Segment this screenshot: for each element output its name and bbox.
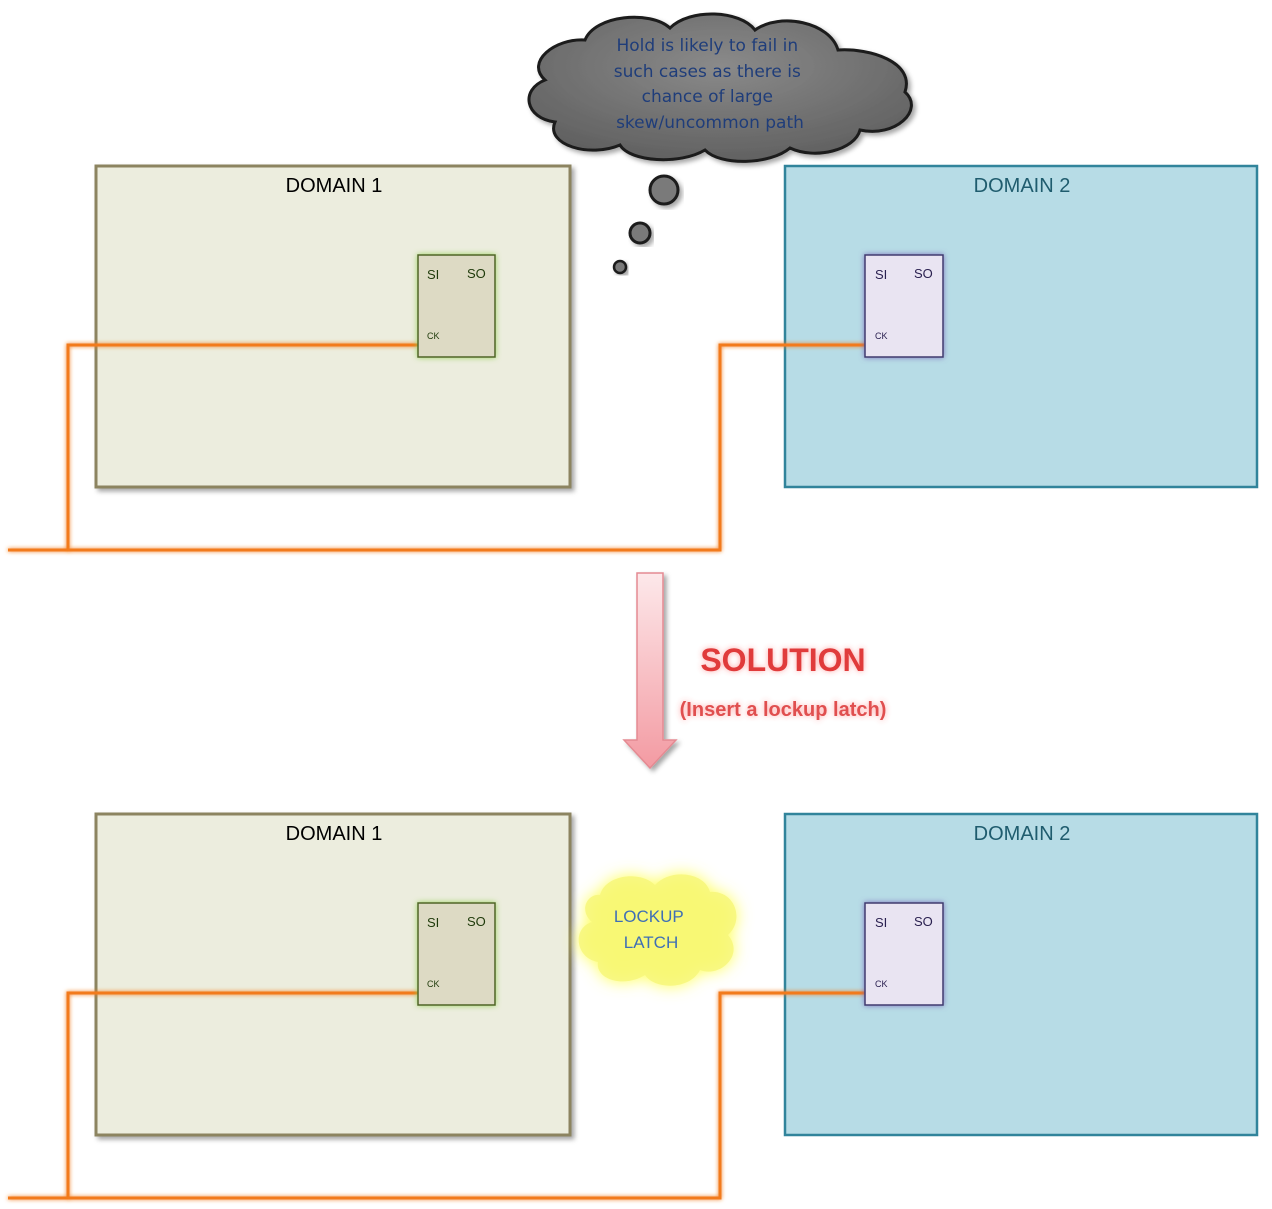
thought-bubble-medium	[628, 221, 652, 245]
domain2-title: DOMAIN 2	[974, 823, 1071, 845]
flop2-si-pin: SI	[875, 915, 887, 930]
cloud-line-2: such cases as there is	[614, 62, 801, 82]
flop2-so-pin: SO	[914, 266, 933, 281]
latch-line-2: LATCH	[624, 933, 678, 952]
flop2-so-pin: SO	[914, 914, 933, 929]
domain1-box	[94, 812, 572, 1137]
flop1-ck-pin: CK	[427, 331, 440, 341]
flop1-so-pin: SO	[467, 266, 486, 281]
clock-wire-domain1	[8, 991, 418, 1200]
domain2-title: DOMAIN 2	[974, 175, 1071, 197]
thought-bubble-small	[612, 259, 628, 275]
lockup-latch-shape	[578, 874, 737, 986]
clock-wire-domain2	[68, 991, 868, 1200]
domain2-box	[783, 812, 1259, 1137]
thought-bubble-large	[648, 174, 680, 206]
solution-section: SOLUTION (Insert a lockup latch)	[622, 572, 887, 770]
domain1-box	[94, 164, 572, 489]
clock-wire-domain1	[8, 343, 418, 552]
flop1-ck-pin: CK	[427, 979, 440, 989]
cloud-line-1: Hold is likely to fail in	[616, 36, 798, 56]
domain2-box	[783, 164, 1259, 489]
flop-domain1: SI SO CK	[417, 902, 496, 1006]
flop-domain2: SI SO CK	[864, 902, 944, 1006]
bottom-scenario: DOMAIN 1 DOMAIN 2 SI SO CK LOCKUP LATCH	[8, 812, 1259, 1200]
svg-text:Hold is likely to fail in: Hold is likely to fail in such cases as …	[614, 36, 807, 133]
flop2-ck-pin: CK	[875, 979, 888, 989]
flop1-si-pin: SI	[427, 267, 439, 282]
domain1-title: DOMAIN 1	[286, 175, 383, 197]
solution-title: SOLUTION	[700, 642, 865, 678]
svg-text:LOCKUP LATCH: LOCKUP LATCH	[614, 907, 688, 952]
down-arrow-icon	[622, 572, 678, 770]
flop-domain1: SI SO CK	[417, 254, 496, 358]
flop2-si-pin: SI	[875, 267, 887, 282]
flop1-so-pin: SO	[467, 914, 486, 929]
flop2-ck-pin: CK	[875, 331, 888, 341]
flop1-si-pin: SI	[427, 915, 439, 930]
cloud-line-4: skew/uncommon path	[616, 113, 804, 133]
latch-line-1: LOCKUP	[614, 907, 684, 926]
cloud-line-3: chance of large	[642, 87, 773, 107]
domain1-title: DOMAIN 1	[286, 823, 383, 845]
clock-wire-domain2	[68, 343, 868, 552]
thought-cloud-shape	[527, 12, 913, 163]
lockup-latch: LOCKUP LATCH	[578, 874, 737, 986]
top-scenario: DOMAIN 1 DOMAIN 2 SI SO CK SI SO CK	[8, 164, 1259, 552]
solution-subtitle: (Insert a lockup latch)	[680, 699, 887, 721]
thought-cloud: Hold is likely to fail in such cases as …	[527, 12, 913, 275]
flop-domain2: SI SO CK	[864, 254, 944, 358]
